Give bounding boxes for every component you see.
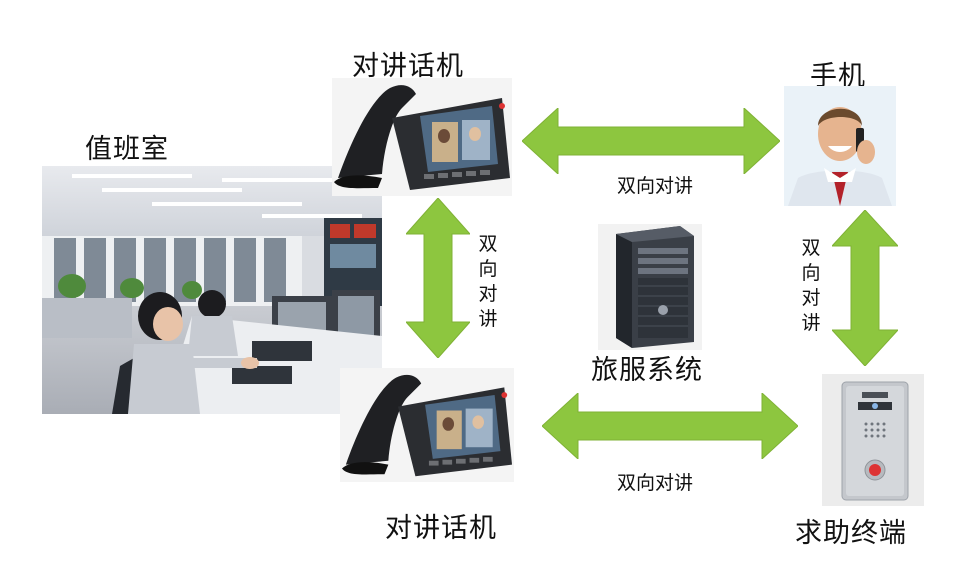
help-terminal-label: 求助终端 [795,518,907,549]
mobile-user-photo [784,86,896,206]
intercom-top-label: 对讲话机 [352,51,464,82]
duty-room-label: 值班室 [85,134,169,165]
server-tower [598,224,702,350]
bottom-link-label: 双向对讲 [617,472,694,494]
intercom-phone-top [332,78,512,196]
top-link-label: 双向对讲 [617,175,694,197]
right-vertical-double-arrow [832,210,898,366]
bottom-double-arrow [542,393,798,459]
intercom-phone-bottom [340,368,514,482]
help-terminal-device [822,374,924,506]
left-vertical-link-label: 双 向 对 讲 [478,233,498,330]
left-vertical-double-arrow [406,198,470,358]
duty-room-photo [42,166,382,414]
right-vertical-link-label: 双 向 对 讲 [801,237,821,334]
intercom-bottom-label: 对讲话机 [385,513,497,544]
top-double-arrow [522,108,780,174]
server-label: 旅服系统 [591,355,703,386]
